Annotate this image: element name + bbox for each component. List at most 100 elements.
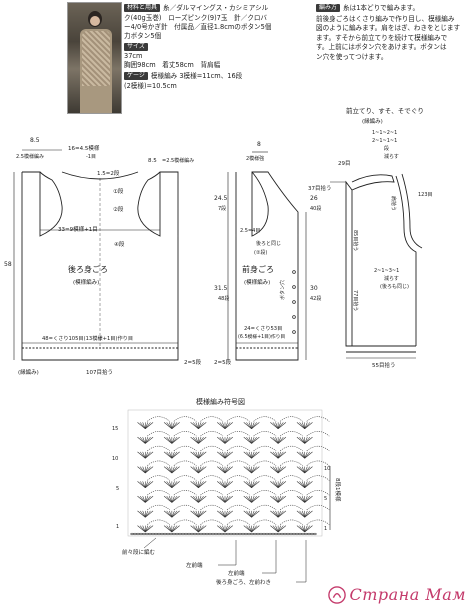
fan-stitch — [272, 481, 279, 488]
fan-stitch — [224, 510, 228, 518]
fan-stitch — [145, 437, 149, 444]
fan-stitch — [137, 422, 146, 429]
foundation-chain — [259, 532, 263, 536]
fan-stitch — [217, 422, 226, 429]
foundation-chain — [226, 532, 230, 536]
fan-stitch — [139, 525, 146, 533]
chain-arch — [253, 504, 277, 511]
fan-stitch — [163, 525, 173, 533]
chain-arch — [200, 416, 224, 422]
chain-arch — [306, 431, 330, 437]
back-total-height: 58 — [4, 261, 12, 268]
materials-line4: 力ボタン5個 — [124, 32, 162, 40]
fan-stitch — [190, 466, 199, 474]
fan-stitch — [299, 495, 305, 503]
fan-stitch — [304, 422, 308, 429]
fan-stitch — [190, 525, 199, 533]
chain-arch — [253, 445, 277, 452]
fan-stitch — [137, 495, 146, 503]
pattern-bottom-arrow-mid — [262, 540, 277, 574]
fan-stitch — [219, 510, 226, 518]
back-shoulder-width: 8.5 — [148, 158, 157, 164]
fan-stitch — [145, 510, 149, 518]
fan-stitch — [301, 525, 305, 533]
fan-stitch — [222, 451, 226, 459]
back-hem-rows: 2=5段 — [184, 358, 202, 366]
back-top-left-width: 8.5 — [30, 137, 40, 144]
fan-stitch — [301, 496, 305, 503]
fan-stitch — [304, 525, 313, 533]
placket-front-pick2: 77目拾う — [352, 290, 359, 311]
fan-stitch — [272, 436, 279, 444]
size-tag: サイズ — [124, 43, 148, 51]
fan-stitch — [243, 481, 252, 488]
buttonhole-mark — [292, 285, 296, 289]
fan-stitch — [246, 466, 252, 474]
fan-stitch — [251, 481, 260, 488]
fan-stitch — [296, 525, 305, 533]
pattern-left-row-15: 15 — [112, 426, 118, 432]
chain-arch — [253, 416, 277, 422]
fan-stitch — [171, 510, 180, 518]
chain-arch — [279, 445, 303, 452]
fan-stitch — [163, 495, 173, 503]
fan-stitch — [272, 422, 279, 429]
fan-stitch — [222, 510, 226, 518]
foundation-chain — [154, 532, 158, 536]
fan-stitch — [243, 466, 252, 474]
fan-stitch — [270, 451, 279, 459]
photo-figure-face — [90, 16, 100, 26]
fan-stitch — [198, 437, 202, 444]
placket-armhole — [395, 175, 417, 346]
fan-stitch — [139, 481, 146, 488]
fan-stitch — [246, 510, 252, 518]
fan-stitch — [198, 451, 202, 459]
fan-stitch — [224, 495, 233, 503]
gauge-tag: ゲージ — [124, 72, 148, 80]
back-neck-dec: 16=4.5模様 — [68, 144, 100, 152]
stitch-chart-frame — [127, 409, 323, 537]
chain-arch — [279, 490, 303, 496]
placket-front-band — [345, 180, 353, 347]
foundation-chain — [148, 532, 152, 536]
gauge-line1: 模様編み 3模様=11cm、16段 — [150, 72, 243, 80]
fan-stitch — [142, 451, 146, 459]
fan-stitch — [224, 422, 228, 429]
fan-stitch — [166, 436, 173, 444]
back-neck-rows: -1目 — [86, 154, 96, 160]
chain-arch — [147, 431, 171, 437]
front-right2: 30 — [310, 285, 318, 292]
pattern-left-label: 前々段に編む — [122, 548, 156, 556]
foundation-chain — [175, 532, 179, 536]
pattern-row-1: 1 — [324, 526, 327, 532]
fan-stitch — [195, 525, 199, 533]
fan-stitch — [251, 525, 260, 533]
fan-stitch — [270, 481, 279, 488]
foundation-chain — [262, 532, 266, 536]
back-marker2: ②段 — [113, 205, 124, 213]
fan-stitch — [219, 525, 226, 533]
fan-stitch — [137, 525, 146, 533]
fan-stitch — [142, 481, 146, 488]
fan-stitch — [169, 451, 173, 459]
fan-stitch — [277, 495, 287, 503]
fan-stitch — [195, 437, 199, 444]
foundation-chain — [277, 532, 281, 536]
fan-stitch — [193, 495, 199, 503]
chain-arch — [279, 460, 303, 466]
fan-stitch — [171, 422, 175, 429]
fan-stitch — [304, 496, 308, 503]
fan-stitch — [248, 510, 252, 518]
fan-stitch — [142, 510, 146, 518]
chain-arch — [200, 431, 224, 437]
foundation-chain — [133, 532, 137, 536]
fan-stitch — [224, 436, 233, 444]
fan-stitch — [195, 466, 199, 474]
placket-piece — [330, 173, 423, 359]
fan-stitch — [137, 510, 146, 518]
chain-arch — [200, 519, 224, 525]
fan-stitch — [169, 496, 173, 503]
chain-arch — [279, 431, 303, 437]
foundation-chain — [283, 532, 287, 536]
fan-stitch — [166, 525, 173, 533]
